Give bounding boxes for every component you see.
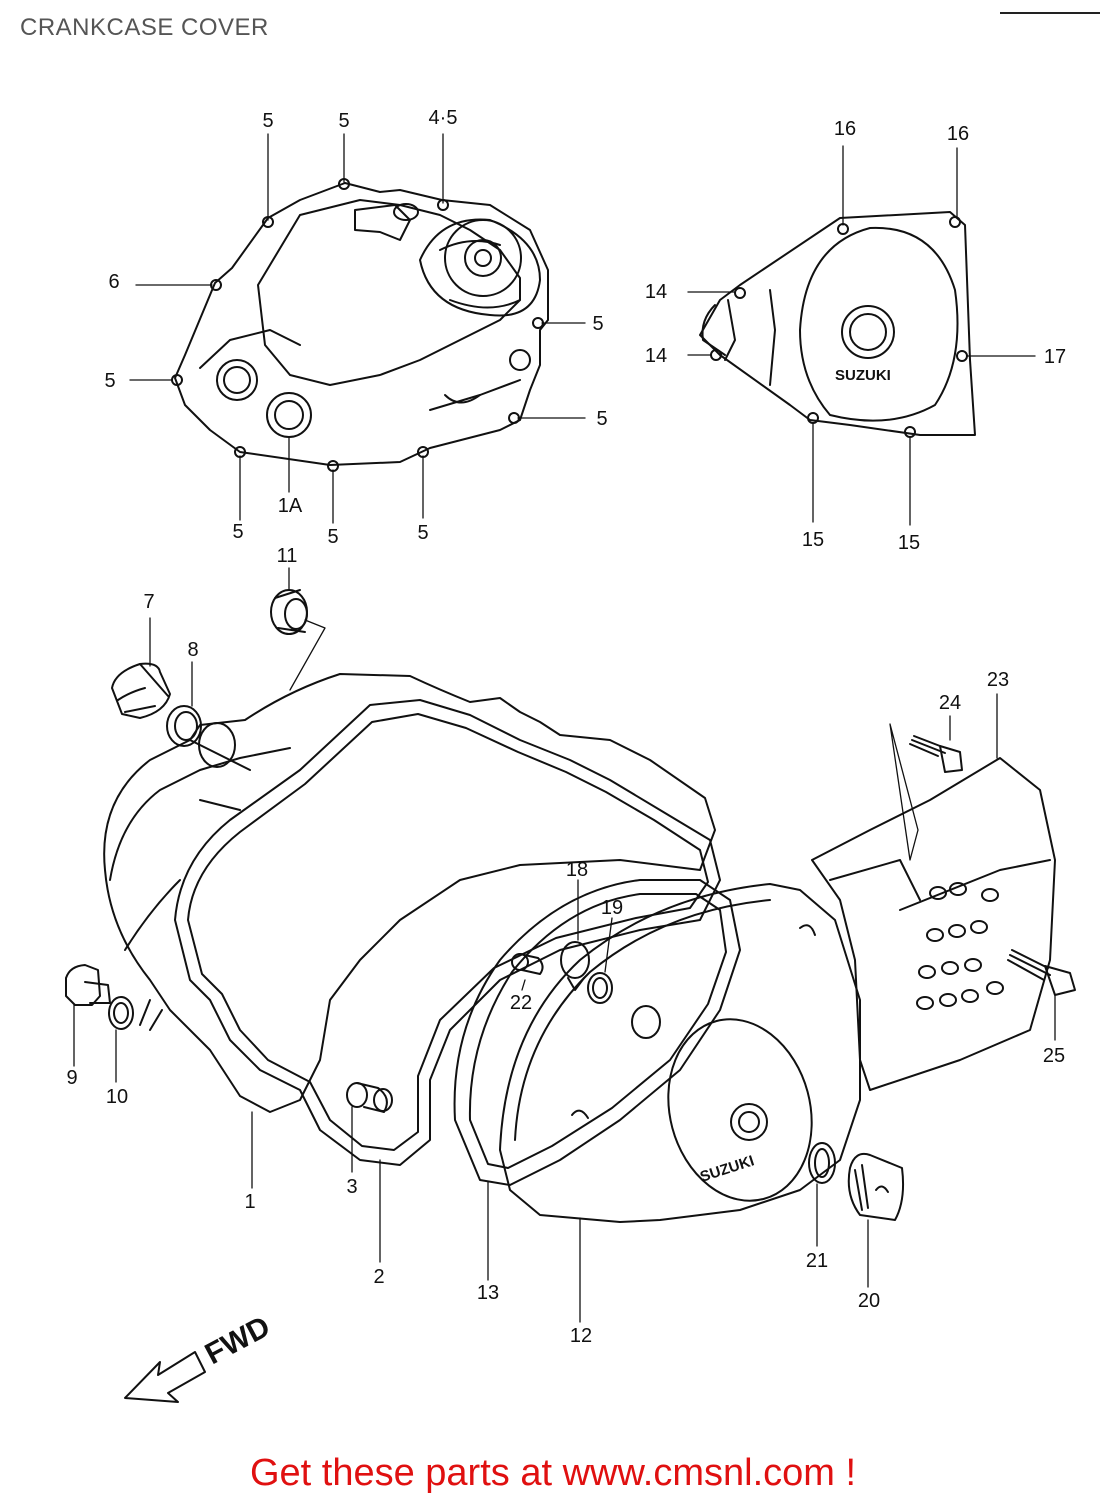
callout-12: 12 [570,1325,592,1347]
part-3-dowel [346,1082,393,1113]
part-7-filler-cap [111,662,171,719]
callout-5: 5 [262,110,273,132]
callout-9: 9 [66,1067,77,1089]
callout-3: 3 [346,1176,357,1198]
callout-5: 5 [104,370,115,392]
magneto-cover-brand: SUZUKI [835,367,891,384]
callout-6: 6 [108,271,119,293]
callout-2: 2 [373,1266,384,1288]
callout-25: 25 [1043,1045,1065,1067]
callout-19: 19 [601,897,623,919]
part-24-bolt [909,735,963,773]
callout-17: 17 [1044,346,1066,368]
callout-24: 24 [939,692,961,714]
callout-10: 10 [106,1086,128,1108]
clutch-cover-inspection-cap [444,219,522,297]
part-12-brand: SUZUKI [698,1152,756,1185]
fwd-arrow-icon [124,1351,206,1403]
part-2-gasket [174,699,721,1166]
callout-21: 21 [806,1250,828,1272]
part-12-magneto-cover [499,883,861,1223]
part-8-o-ring [166,705,202,747]
callout-14: 14 [645,281,667,303]
part-19-o-ring [587,972,613,1004]
crankcase-body [103,673,716,1113]
callout-23: 23 [987,669,1009,691]
callout-8: 8 [187,639,198,661]
callout-18: 18 [566,859,588,881]
callout-22: 22 [510,992,532,1014]
header-rule [1000,12,1100,14]
magneto-cover-cap [841,305,895,359]
callout-1a: 1A [278,495,303,517]
part-22-dowel [511,953,544,975]
callout-5: 5 [232,521,243,543]
part-23-holes [916,882,1004,1010]
callout-5: 5 [338,110,349,132]
part-20-cap [847,1152,905,1221]
part-11-oil-seal [270,589,308,635]
clutch-cover-oil-window [216,359,258,401]
part-21-o-ring [808,1142,836,1184]
callout-1: 1 [244,1191,255,1213]
part-13-gasket [453,879,741,1186]
callout-11: 11 [277,545,298,567]
callout-5: 5 [417,522,428,544]
callout-15: 15 [802,529,824,551]
callout-5: 5 [592,313,603,335]
part-23-sprocket-cover [811,757,1056,1091]
clutch-cover-boss [509,349,531,371]
part-10-gasket [108,996,134,1030]
clutch-cover-oil-plug-1a [266,392,312,438]
callout-4-5: 4·5 [429,107,458,129]
clutch-cover-leader-lines [129,133,586,524]
clutch-cover-outline [174,182,549,466]
callout-5: 5 [596,408,607,430]
clutch-cover-rib [444,394,481,404]
clutch-cover-filler-boss [354,203,419,241]
clutch-cover-bolt-holes [171,178,544,472]
magneto-cover-outline [699,211,976,436]
assembly-leader-lines [73,567,1056,1323]
magneto-cover-leader-lines [687,145,1036,526]
part-18-plug [560,941,590,991]
part-9-drain-plug [65,964,111,1006]
magneto-cover-bolt-holes [710,216,968,438]
footer-link[interactable]: Get these parts at www.cmsnl.com ! [249,1452,857,1494]
callout-7: 7 [143,591,154,613]
page-title: CRANKCASE COVER [20,14,269,41]
fwd-label: FWD [200,1310,276,1371]
part-25-bolt [1007,949,1076,996]
callout-20: 20 [858,1290,880,1312]
callout-16: 16 [947,123,969,145]
callout-15: 15 [898,532,920,554]
callout-5: 5 [327,526,338,548]
callout-13: 13 [477,1282,499,1304]
callout-16: 16 [834,118,856,140]
callout-14: 14 [645,345,667,367]
